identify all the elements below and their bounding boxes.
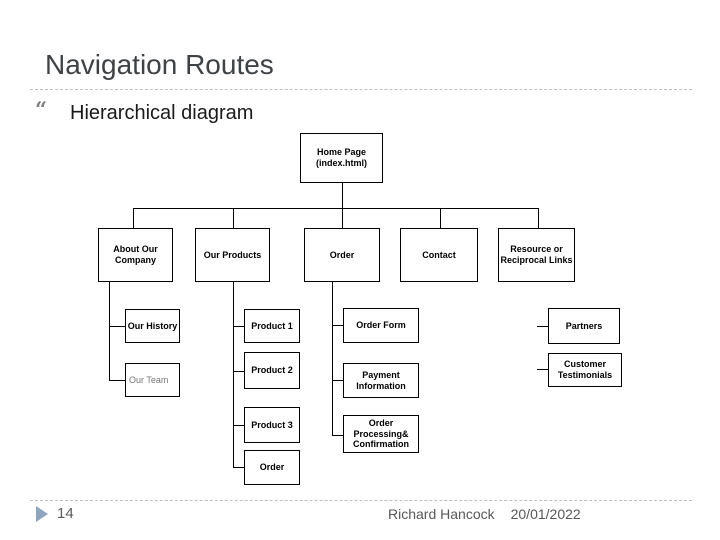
quote-bullet-icon: “ [35,97,48,122]
node-label: Our Products [203,249,262,260]
connector-stub-payment [332,380,343,381]
node-payment-information: Payment Information [343,363,419,398]
connector-stub-product1 [233,326,244,327]
connector-drop-contact [440,208,441,228]
page-number: 14 [57,505,74,522]
connector-drop-about [133,208,134,228]
node-label: Order [259,462,285,473]
node-label: Product 1 [251,320,293,331]
connector-col-order [332,282,333,435]
node-label: Order Form [356,320,406,331]
node-label: Customer Testimonials [557,359,613,380]
footer-author: Richard Hancock [388,506,495,522]
node-our-team: Our Team [125,363,180,397]
slide-subtitle: Hierarchical diagram [70,102,254,124]
connector-stub-team [109,380,125,381]
node-partners: Partners [548,308,620,344]
node-order: Order [304,228,380,282]
connector-level2-bus [133,208,539,209]
title-divider [30,89,692,90]
node-label: Product 3 [251,419,293,430]
connector-stub-processing [332,435,343,436]
connector-stub-orderform [332,325,343,326]
node-label: About Our Company [113,244,158,265]
node-product-1: Product 1 [244,309,300,343]
node-label: Resource or Reciprocal Links [500,244,573,265]
node-label: Partners [565,320,603,331]
connector-stub-product2 [233,371,244,372]
node-customer-testimonials: Customer Testimonials [548,353,622,387]
connector-stub-history [109,326,125,327]
node-home-page: Home Page (index.html) [300,133,383,183]
node-label: Contact [422,249,456,260]
node-about-our-company: About Our Company [98,228,173,282]
connector-stub-order2 [233,467,244,468]
connector-stub-testimonials [537,369,548,370]
connector-home-drop [342,183,343,228]
node-label: Product 2 [251,365,293,376]
node-label: Order Processing& Confirmation [353,417,409,450]
node-label: Payment Information [356,369,406,391]
footer-divider [30,500,692,501]
node-our-products: Our Products [195,228,270,282]
node-label: Our History [127,320,178,331]
connector-col-products [233,282,234,467]
node-label: Our Team [129,374,169,385]
footer-date: 20/01/2022 [510,506,581,522]
connector-col-about [109,282,110,380]
node-order-form: Order Form [343,308,419,343]
page-title: Navigation Routes [45,49,274,80]
node-our-history: Our History [125,309,180,343]
connector-drop-products [233,208,234,228]
connector-stub-product3 [233,425,244,426]
node-label: Home Page (index.html) [316,147,367,168]
node-label: Order [329,249,355,260]
connector-drop-resources [538,208,539,228]
node-order-leaf: Order [244,450,300,485]
connector-stub-partners [537,326,548,327]
node-product-3: Product 3 [244,407,300,443]
node-resource-links: Resource or Reciprocal Links [498,228,575,282]
footer-meta: Richard Hancock 20/01/2022 [388,506,581,522]
node-contact: Contact [400,228,478,282]
node-product-2: Product 2 [244,352,300,389]
node-order-processing-confirmation: Order Processing& Confirmation [343,415,419,453]
page-bullet-arrow-icon [36,506,48,522]
